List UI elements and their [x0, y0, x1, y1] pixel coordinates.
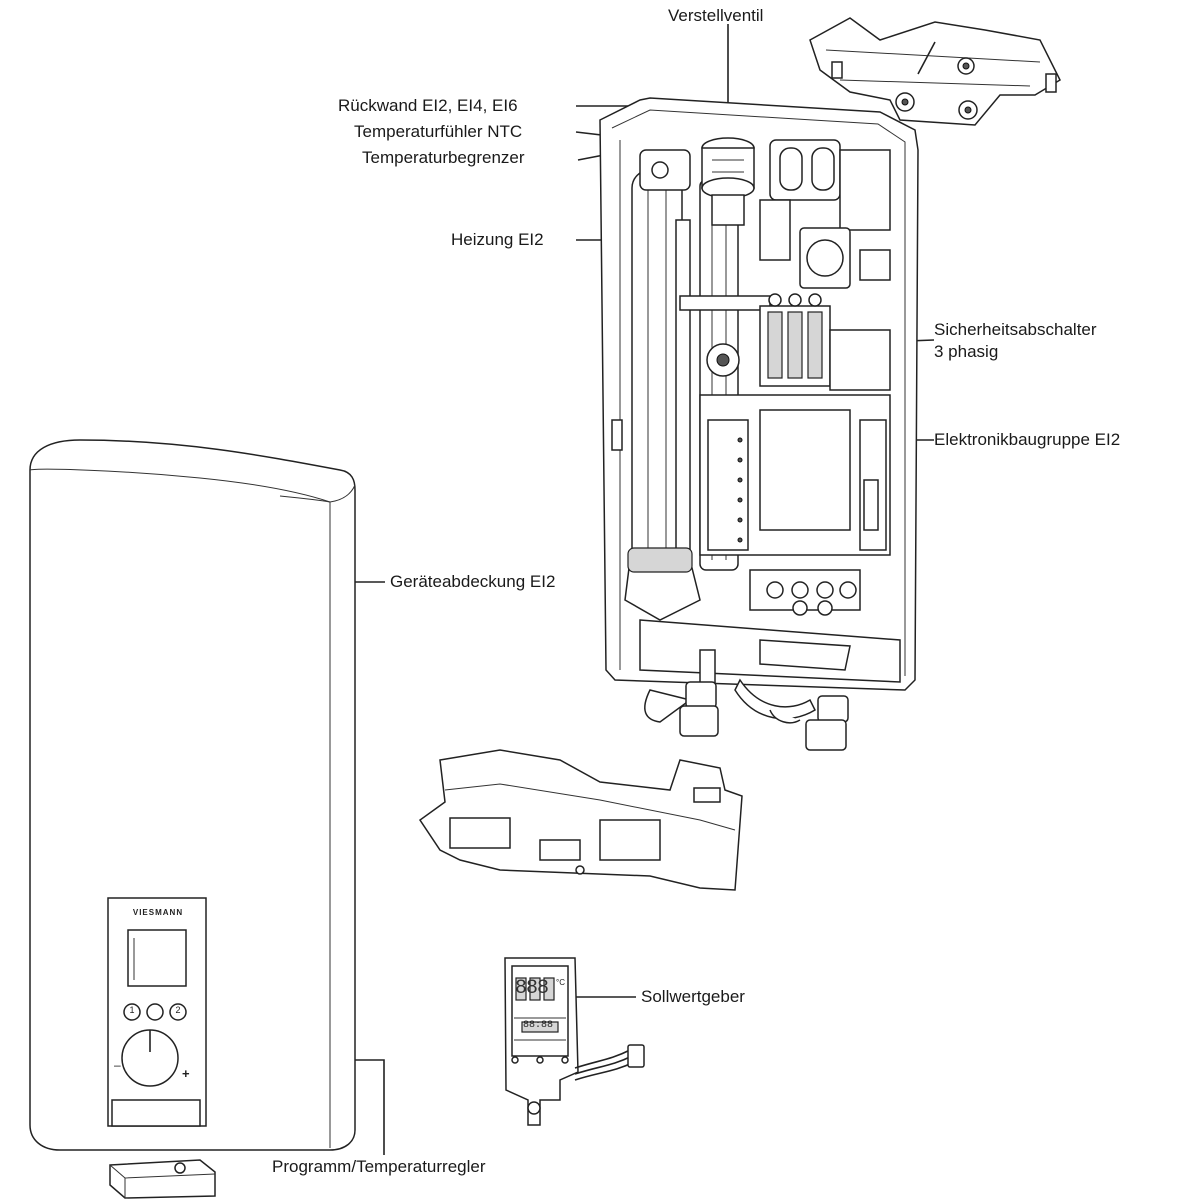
display-window	[127, 929, 187, 987]
board-digits: 888	[515, 977, 549, 1000]
label-programm: Programm/Temperaturregler	[272, 1157, 486, 1176]
label-verstellventil: Verstellventil	[668, 6, 764, 25]
knob-minus-label: –	[114, 1058, 121, 1072]
board-unit: °C	[556, 978, 565, 987]
bottom-bracket	[418, 749, 743, 891]
electronics-module	[699, 394, 891, 556]
label-heizung: Heizung EI2	[451, 230, 544, 249]
label-rueckwand: Rückwand EI2, EI4, EI6	[338, 96, 518, 115]
label-begrenzer: Temperaturbegrenzer	[362, 148, 525, 167]
label-sicherheit-line1: Sicherheitsabschalter	[934, 320, 1097, 339]
cover-brand: VIESMANN	[132, 908, 184, 917]
safety-cutout	[679, 293, 891, 391]
program-1-button[interactable]	[123, 1003, 141, 1021]
setpoint-board	[504, 957, 645, 1126]
heating-element	[624, 169, 701, 621]
terminal-block	[749, 569, 861, 616]
front-cover	[29, 439, 356, 1151]
connector-cap	[109, 1159, 216, 1199]
program-2-button[interactable]	[169, 1003, 187, 1021]
label-sollwert: Sollwertgeber	[641, 987, 745, 1006]
water-connections	[644, 649, 849, 751]
knob-plus-label: +	[182, 1066, 190, 1081]
adjust-valve	[701, 137, 755, 226]
label-abdeckung: Geräteabdeckung EI2	[390, 572, 556, 591]
label-sicherheit-line2: 3 phasig	[934, 342, 999, 361]
program-2-label: 2	[175, 1005, 181, 1015]
eco-button[interactable]	[146, 1003, 164, 1021]
label-elektronik: Elektronikbaugruppe EI2	[934, 430, 1121, 449]
mounting-bracket	[809, 17, 1061, 126]
program-1-label: 1	[129, 1005, 135, 1015]
board-small-digits: 88:88	[523, 1020, 554, 1031]
label-ntc: Temperaturfühler NTC	[354, 122, 523, 141]
main-unit	[599, 97, 919, 751]
